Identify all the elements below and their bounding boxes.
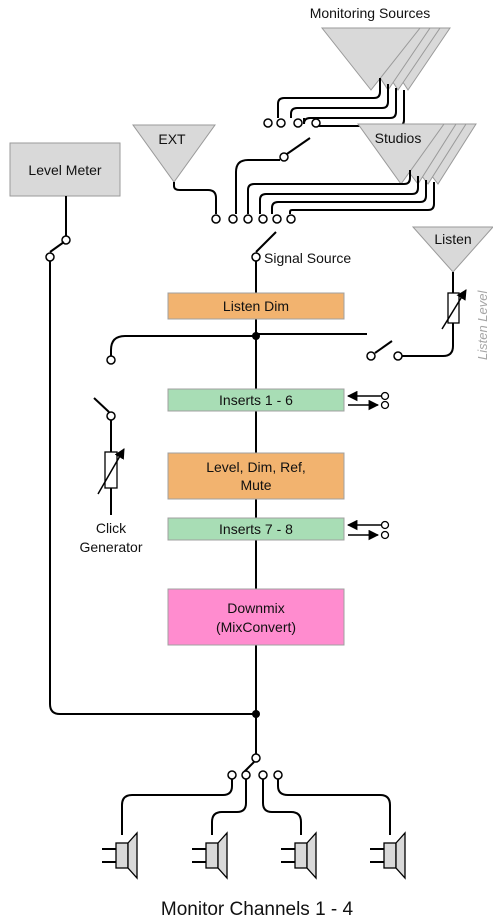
level-dim-ref-label: Level, Dim, Ref, [206, 459, 306, 475]
listen-source [411, 226, 493, 273]
level-dim-ref-mute-box [167, 452, 345, 500]
click-switch [93, 397, 110, 413]
studios-stack [357, 123, 477, 185]
monitoring-feed-wire [235, 159, 280, 214]
speaker-1-icon [102, 831, 138, 880]
click-switch-pivot [106, 411, 116, 421]
click-level-pot [104, 451, 118, 489]
mute-label: Mute [240, 477, 271, 493]
listen-dim-box [167, 292, 345, 320]
speaker-3-icon [281, 831, 317, 880]
click-contact [106, 355, 116, 365]
studios-wires [247, 170, 435, 214]
listen-contact [393, 351, 403, 361]
junction-meter [252, 710, 260, 718]
monitoring-switch [283, 137, 311, 157]
mixconvert-label: (MixConvert) [216, 619, 296, 635]
click-level-pot-arrow [97, 448, 125, 495]
level-meter-feed-wire [49, 261, 256, 715]
listen-level-pot-arrow [441, 289, 467, 330]
ext-source [132, 124, 216, 183]
generator-label: Generator [79, 539, 142, 555]
inserts-1-6-label: Inserts 1 - 6 [219, 392, 293, 408]
output-contacts [227, 770, 283, 780]
listen-switch-pivot [366, 351, 376, 361]
downmix-box [167, 588, 345, 646]
output-wires [121, 779, 391, 835]
inserts-1-6-box [167, 388, 345, 412]
downmix-label: Downmix [227, 600, 285, 616]
click-label: Click [96, 520, 127, 536]
studios-label: Studios [375, 130, 422, 146]
ext-wire [173, 182, 217, 214]
level-meter-switch [49, 241, 65, 253]
source-contacts [211, 214, 296, 224]
listen-level-label: Listen Level [475, 290, 490, 360]
speaker-4-icon [370, 831, 406, 880]
listen-switch [374, 340, 393, 354]
listen-dim-label: Listen Dim [223, 298, 289, 314]
junction-listen [252, 332, 260, 340]
ext-label: EXT [158, 131, 186, 147]
signal-source-pivot [251, 252, 261, 262]
level-meter-label: Level Meter [28, 162, 101, 178]
inserts-7-8-label: Inserts 7 - 8 [219, 521, 293, 537]
signal-source-label: Signal Source [264, 250, 351, 266]
level-meter-switch-pivot [45, 252, 55, 262]
monitoring-switch-pivot [279, 152, 289, 162]
inserts-1-6-send-return [346, 390, 390, 411]
click-bus-left [110, 335, 256, 356]
signal-source-switch [255, 231, 277, 253]
speaker-2-icon [192, 831, 228, 880]
listen-wire-bottom [402, 323, 454, 357]
monitoring-sources-stack [320, 27, 451, 91]
inserts-7-8-send-return [346, 519, 390, 541]
inserts-7-8-box [167, 517, 345, 541]
monitoring-sources-label: Monitoring Sources [310, 5, 431, 21]
listen-level-pot [447, 292, 460, 324]
listen-label: Listen [434, 231, 471, 247]
monitoring-contacts [263, 118, 321, 128]
monitor-channels-label: Monitor Channels 1 - 4 [161, 899, 354, 920]
output-switch-pivot [251, 753, 261, 763]
